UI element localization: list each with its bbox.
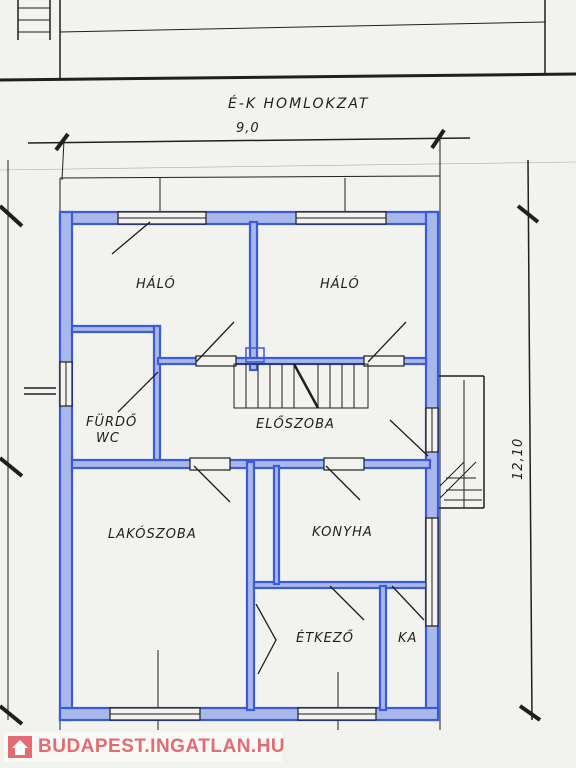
width-dimension-line — [27, 128, 471, 181]
room-label-furdo: FÜRDŐ — [86, 413, 137, 430]
window-mullions — [65, 217, 433, 715]
watermark-text: BUDAPEST.INGATLAN.HU — [38, 736, 286, 757]
watermark-banner: BUDAPEST.INGATLAN.HU — [4, 732, 286, 762]
door-swings — [111, 221, 429, 675]
exterior-steps — [439, 461, 482, 501]
left-edge-marks — [0, 160, 56, 726]
room-label-lakoszoba: LAKÓSZOBA — [108, 526, 197, 542]
height-dimension-label: 12,10 — [511, 438, 526, 480]
staircase — [233, 347, 369, 409]
room-label-etkezo: ÉTKEZŐ — [296, 630, 354, 646]
house-logo-icon — [8, 736, 32, 758]
width-dimension-label: 9,0 — [236, 121, 260, 136]
top-sheet-lines — [0, 0, 576, 171]
room-label-halo-left: HÁLÓ — [136, 276, 176, 292]
room-label-konyha: KONYHA — [312, 525, 373, 540]
room-labels: HÁLÓ HÁLÓ FÜRDŐ WC ELŐSZOBA LAKÓSZOBA KO… — [86, 276, 417, 646]
height-dimension-line — [516, 159, 542, 722]
walls — [58, 210, 440, 722]
room-label-wc: WC — [96, 431, 120, 446]
room-label-kamra: KA — [398, 631, 417, 646]
drawing-title: É-K HOMLOKZAT — [228, 95, 369, 112]
room-label-eloszoba: ELŐSZOBA — [256, 416, 335, 432]
room-label-halo-right: HÁLÓ — [320, 276, 360, 292]
